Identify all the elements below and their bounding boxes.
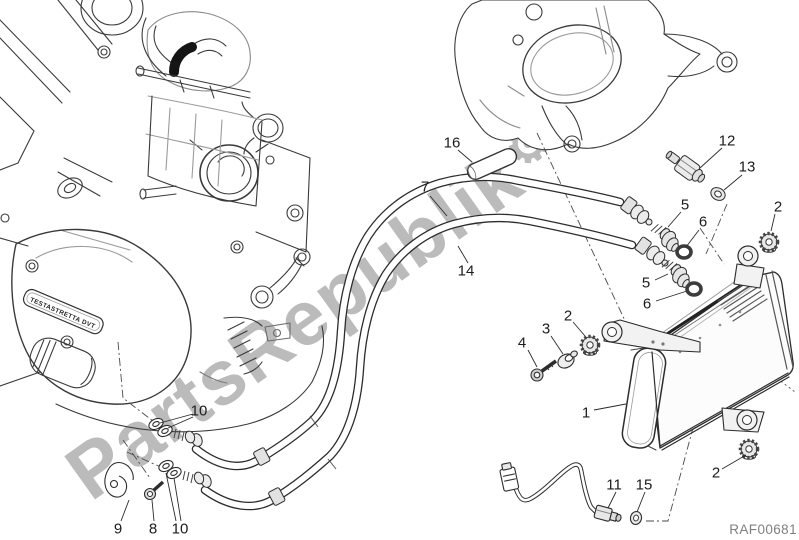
callout-6-top: 6 (698, 213, 708, 231)
o-ring-bottom (685, 281, 703, 297)
oil-hoses (173, 172, 669, 511)
delivery-hose-7 (191, 172, 625, 471)
callout-3: 3 (541, 320, 551, 338)
grommet-left (579, 334, 601, 357)
o-ring-top (675, 244, 693, 260)
callout-2-top-right: 2 (773, 198, 783, 216)
banjo-washers-and-clamp (104, 417, 182, 501)
engine-drawing: TESTASTRETTA DVT (0, 0, 325, 433)
callout-1-oil-cooler: 1 (581, 404, 591, 422)
callout-4: 4 (517, 334, 527, 352)
screw-and-spacer (530, 350, 578, 382)
sensor-cable-11 (499, 462, 643, 526)
callout-9: 9 (113, 520, 123, 538)
callout-5-top: 5 (680, 196, 690, 214)
callout-5-bottom: 5 (641, 274, 651, 292)
cylinder-head-drawing (454, 0, 738, 153)
callout-2-left: 2 (563, 307, 573, 325)
callout-12: 12 (718, 132, 736, 150)
callout-7: 7 (420, 178, 430, 196)
cooler-fittings (650, 223, 703, 297)
callout-8: 8 (148, 520, 158, 538)
callout-2-bottom-right: 2 (711, 464, 721, 482)
leader-lines (120, 147, 776, 522)
callout-13: 13 (738, 158, 756, 176)
callout-14: 14 (457, 262, 475, 280)
callout-16: 16 (443, 134, 461, 152)
breather-sleeve-16 (466, 147, 518, 181)
drawing-code: RAF00681 (729, 522, 797, 537)
callout-10-lower: 10 (171, 520, 189, 538)
callout-6-bottom: 6 (642, 295, 652, 313)
callout-10-upper: 10 (190, 402, 208, 420)
grommet-top-right (758, 231, 780, 255)
callout-11: 11 (606, 476, 622, 494)
callout-15: 15 (635, 476, 653, 494)
oil-cooler-drawing (601, 245, 794, 451)
temperature-sensor-12 (665, 150, 726, 201)
